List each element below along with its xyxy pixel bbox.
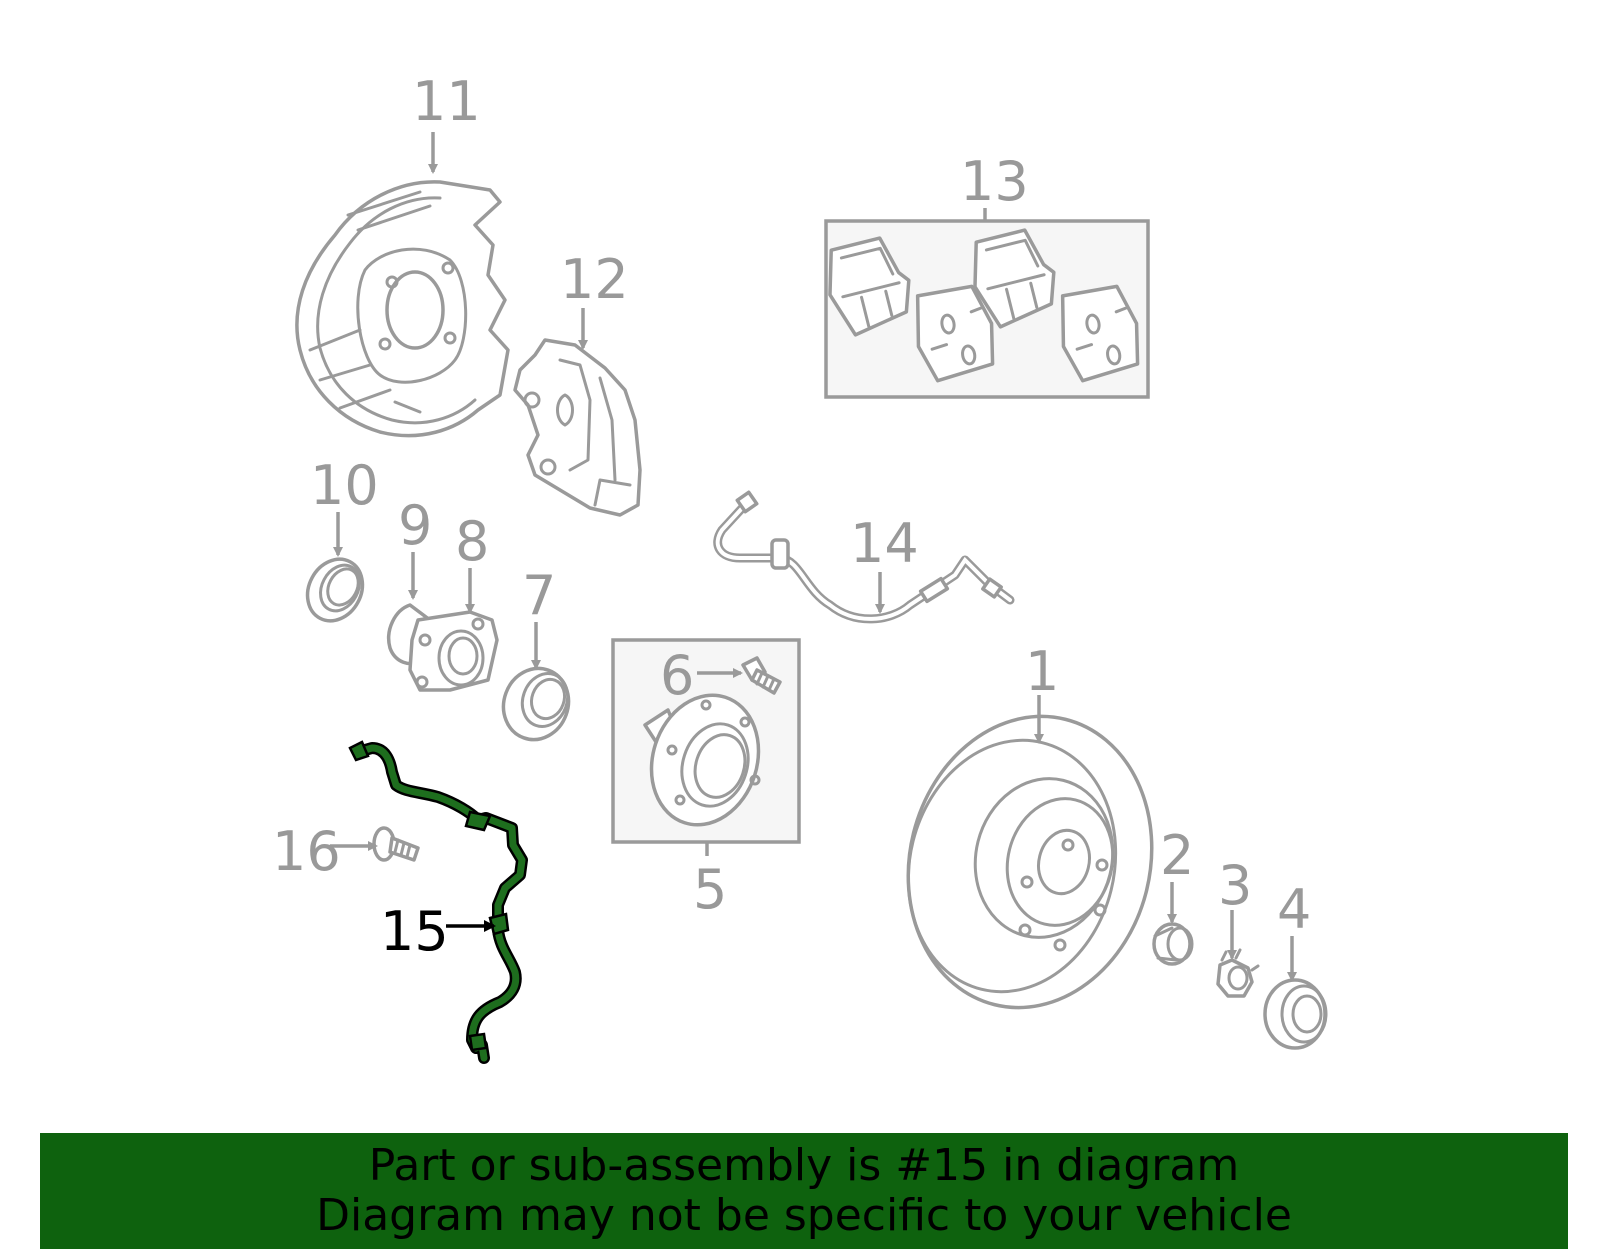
steering-knuckle-part xyxy=(408,610,499,692)
seal-part xyxy=(305,557,365,623)
callout-12: 12 xyxy=(560,248,629,311)
screw-part xyxy=(372,826,420,862)
banner-line-2: Diagram may not be specific to your vehi… xyxy=(316,1190,1292,1241)
wheel-bearing-part xyxy=(501,666,571,742)
callout-8: 8 xyxy=(455,510,489,573)
callout-3: 3 xyxy=(1218,854,1252,917)
brake-pad-2 xyxy=(915,284,995,383)
callout-7: 7 xyxy=(522,564,556,627)
callout-4: 4 xyxy=(1277,878,1311,941)
hub-cap-part xyxy=(1152,922,1194,966)
info-banner: Part or sub-assembly is #15 in diagram D… xyxy=(40,1133,1568,1249)
lock-nut-part xyxy=(1216,948,1260,998)
wheel-hub-part xyxy=(643,693,761,827)
brake-pad-1 xyxy=(828,236,911,337)
brake-caliper-part xyxy=(513,338,642,517)
callout-15: 15 xyxy=(380,900,449,963)
callout-6: 6 xyxy=(660,644,694,707)
callout-1: 1 xyxy=(1025,640,1059,703)
callout-10: 10 xyxy=(310,454,379,517)
callout-14: 14 xyxy=(850,512,919,575)
callout-16: 16 xyxy=(272,820,341,883)
brake-rotor-part xyxy=(906,714,1154,1010)
callout-5: 5 xyxy=(693,858,727,921)
hub-bolt-part xyxy=(741,656,782,695)
callout-13: 13 xyxy=(960,150,1029,213)
brake-pad-4 xyxy=(1060,284,1140,383)
abs-sensor-wire-part xyxy=(348,740,528,1064)
callout-11: 11 xyxy=(412,70,481,133)
dust-shield-part xyxy=(295,180,510,438)
callout-9: 9 xyxy=(398,494,432,557)
banner-line-1: Part or sub-assembly is #15 in diagram xyxy=(368,1140,1240,1191)
brake-hose-part xyxy=(713,490,1015,624)
callout-2: 2 xyxy=(1160,824,1194,887)
grease-cap-part xyxy=(1263,978,1328,1050)
brake-pad-3 xyxy=(973,228,1056,329)
